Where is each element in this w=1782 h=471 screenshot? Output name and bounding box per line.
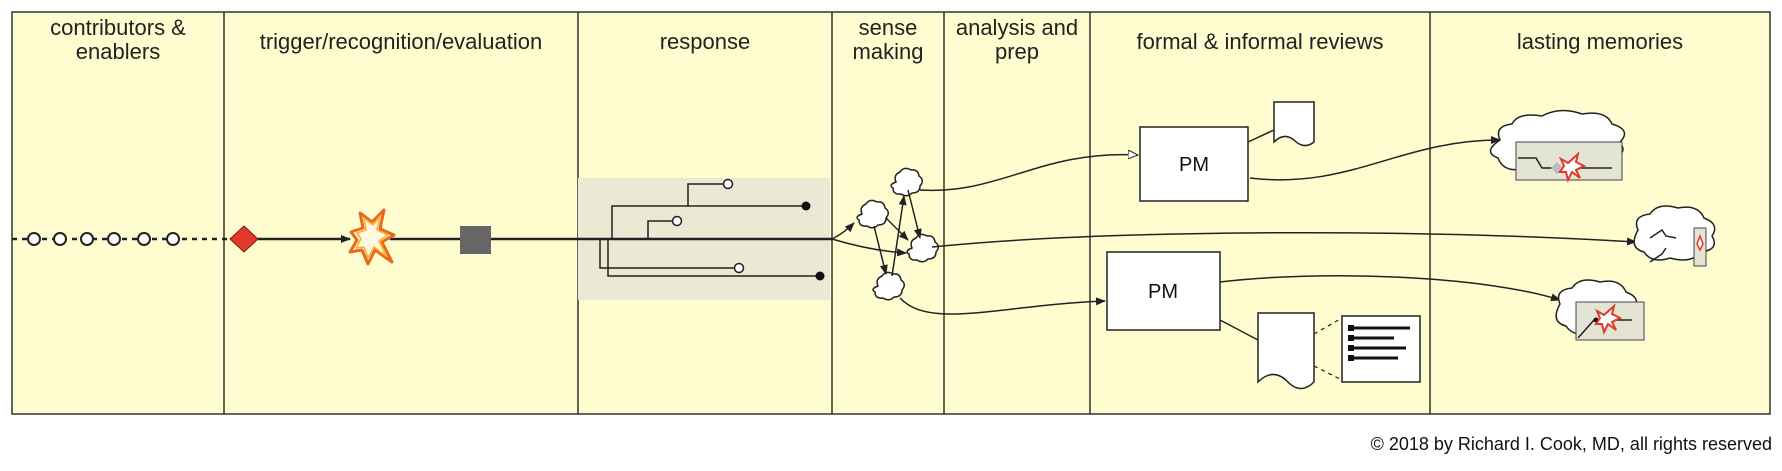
review-pm-box-1: PM <box>1139 126 1249 202</box>
contributor-circle <box>166 232 180 246</box>
contributor-circle <box>137 232 151 246</box>
sense-making-arrows <box>831 189 922 277</box>
pm-label: PM <box>1148 281 1178 303</box>
column-title-memories: lasting memories <box>1516 29 1684 54</box>
document-icons <box>1219 101 1315 390</box>
review-pm-box-2: PM <box>1106 251 1221 331</box>
evaluation-square-icon <box>460 226 491 254</box>
trigger-diamond-icon <box>229 225 259 253</box>
contributor-circle <box>107 232 121 246</box>
contributor-circle <box>53 232 67 246</box>
diagram-frame <box>11 11 1771 415</box>
column-title-reviews: formal & informal reviews <box>1136 29 1384 54</box>
column-title-analysis: analysis and prep <box>955 15 1079 64</box>
response-endpoints <box>671 178 825 281</box>
memory-cloud-3 <box>1555 279 1645 341</box>
document-icon <box>1257 312 1315 390</box>
memory-cloud-2 <box>1633 205 1716 267</box>
pm-label: PM <box>1179 154 1209 176</box>
document-icon <box>1273 101 1315 147</box>
memory-cloud-1 <box>1489 109 1626 183</box>
sense-making-clouds <box>856 167 939 301</box>
review-flow-lines <box>899 136 1637 315</box>
column-title-trigger: trigger/recognition/evaluation <box>259 29 543 54</box>
cloud-icon <box>890 167 923 197</box>
column-dividers <box>223 12 1431 414</box>
column-title-response: response <box>659 29 751 54</box>
report-panel <box>1313 315 1421 383</box>
column-title-contributors: contributors & enablers <box>50 15 186 64</box>
contributor-circle <box>80 232 94 246</box>
contributors-chain <box>12 232 230 246</box>
column-title-sense-making: sense making <box>852 15 924 64</box>
contributor-circle <box>27 232 41 246</box>
copyright-notice: © 2018 by Richard I. Cook, MD, all right… <box>1370 434 1772 454</box>
response-branches <box>599 183 820 277</box>
